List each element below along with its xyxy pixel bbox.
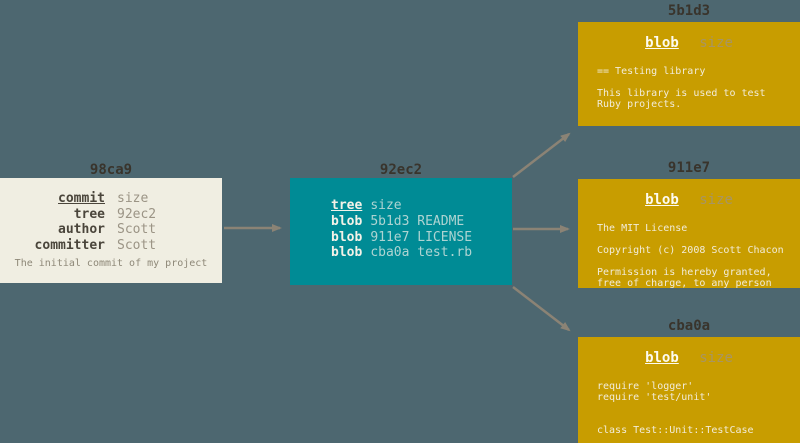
blob-type-label: blob <box>645 35 679 51</box>
tree-row-entry: blob 911e7 LICENSE <box>331 230 512 246</box>
blob-type-label: blob <box>645 350 679 366</box>
tree-row-key: tree <box>331 198 363 213</box>
arrow-tree-to-blob-cba0a <box>512 286 571 332</box>
tree-row-value: size <box>370 198 402 213</box>
blob-object-id: 911e7 <box>667 160 711 176</box>
commit-row-type: commit size <box>0 191 222 207</box>
blob-object-box-911e7: blob size The MIT License Copyright (c) … <box>578 179 800 289</box>
commit-object-id: 98ca9 <box>89 162 133 178</box>
tree-row-key: blob <box>331 229 363 245</box>
blob-size-label: size <box>699 192 733 208</box>
commit-row-value: size <box>117 191 149 206</box>
blob-header: blob size <box>597 34 781 52</box>
tree-object-id: 92ec2 <box>379 162 423 178</box>
commit-row-value: 92ec2 <box>117 206 157 222</box>
commit-row-key: author <box>58 222 105 237</box>
blob-header: blob size <box>597 191 781 209</box>
tree-row-value: 911e7 LICENSE <box>370 229 473 245</box>
blob-object-box-cba0a: blob size require 'logger' require 'test… <box>578 337 800 443</box>
commit-message: The initial commit of my project <box>14 258 208 269</box>
tree-row-key: blob <box>331 213 363 229</box>
blob-header: blob size <box>597 349 781 367</box>
blob-object-id: 5b1d3 <box>667 3 711 19</box>
tree-row-value: cba0a test.rb <box>370 245 473 261</box>
arrow-tree-to-blob-5b1d3 <box>512 132 571 178</box>
commit-row-key: committer <box>34 237 105 253</box>
commit-row-value: Scott <box>117 237 157 253</box>
tree-row-type: tree size <box>331 198 512 214</box>
blob-size-label: size <box>699 350 733 366</box>
tree-row-entry: blob 5b1d3 README <box>331 214 512 230</box>
commit-row-author: author Scott <box>0 222 222 238</box>
tree-row-key: blob <box>331 245 363 261</box>
tree-object-box: tree size blob 5b1d3 README blob 911e7 L… <box>290 178 512 285</box>
blob-object-box-5b1d3: blob size == Testing library This librar… <box>578 22 800 126</box>
commit-row-value: Scott <box>117 222 157 237</box>
commit-object-box: commit size tree 92ec2 author Scott comm… <box>0 178 222 283</box>
blob-type-label: blob <box>645 192 679 208</box>
commit-row-key: commit <box>58 191 105 206</box>
commit-row-committer: committer Scott <box>0 238 222 254</box>
blob-object-id: cba0a <box>667 318 711 334</box>
blob-content: require 'logger' require 'test/unit' cla… <box>597 381 754 436</box>
blob-content: == Testing library This library is used … <box>597 66 766 110</box>
commit-row-key: tree <box>73 206 105 222</box>
tree-row-entry: blob cba0a test.rb <box>331 245 512 261</box>
blob-content: The MIT License Copyright (c) 2008 Scott… <box>597 223 784 289</box>
commit-row-tree: tree 92ec2 <box>0 207 222 223</box>
tree-row-value: 5b1d3 README <box>370 213 465 229</box>
blob-size-label: size <box>699 35 733 51</box>
